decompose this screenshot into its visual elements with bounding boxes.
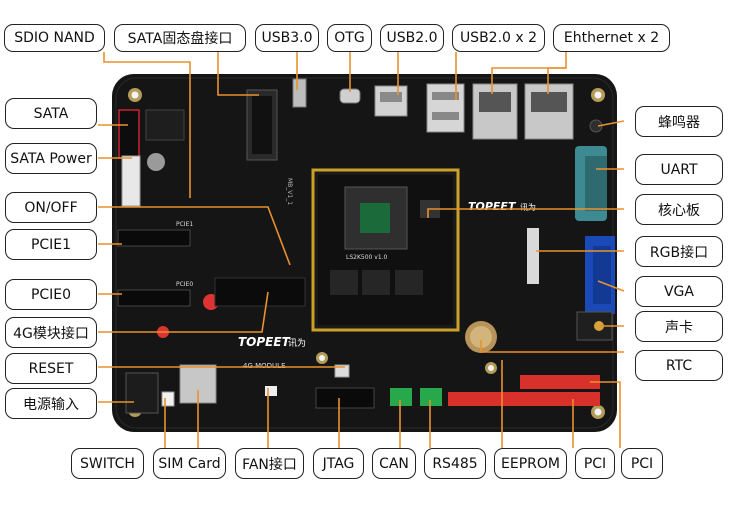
label-rtc: RTC: [635, 350, 723, 381]
4g-module-slot: [214, 277, 306, 307]
power-jack: [125, 372, 159, 414]
board-brand-cn: 讯为: [288, 337, 306, 349]
leader-rtc: [480, 340, 624, 353]
rs485-terminal: [420, 388, 442, 406]
board-brand: TOPEET: [238, 335, 291, 349]
label-uart: UART: [635, 154, 723, 185]
label-reset: RESET: [5, 353, 97, 384]
power-switch: [161, 391, 175, 407]
label-pci-1: PCI: [575, 448, 615, 479]
jtag-header: [315, 387, 375, 409]
pci-header-top: [520, 375, 600, 389]
sata-power-connector: [121, 155, 141, 207]
leader-ethernet-1: [491, 52, 567, 94]
label-pcie0: PCIE0: [5, 279, 97, 310]
label-can: CAN: [372, 448, 416, 479]
label-rgb: RGB接口: [635, 236, 723, 267]
label-vga: VGA: [635, 276, 723, 307]
pcie1-silk: PCIE1: [176, 221, 193, 228]
label-usb20x2: USB2.0 x 2: [452, 24, 545, 52]
label-audio: 声卡: [635, 311, 723, 342]
pci-header-bottom: [448, 392, 600, 406]
label-rs485: RS485: [424, 448, 486, 479]
label-buzzer: 蜂鸣器: [635, 106, 723, 137]
label-fan: FAN接口: [235, 448, 304, 479]
can-terminal: [390, 388, 412, 406]
label-4g-module: 4G模块接口: [5, 317, 97, 348]
label-power-in: 电源输入: [5, 388, 97, 419]
pcie0-slot: [117, 289, 191, 307]
label-otg: OTG: [327, 24, 372, 52]
label-sim-card: SIM Card: [153, 448, 226, 479]
leader-sdio: [103, 52, 191, 198]
label-sata-ssd: SATA固态盘接口: [114, 24, 246, 52]
label-sata: SATA: [5, 98, 97, 129]
leader-buzzer: [597, 120, 625, 127]
leader-lines: [98, 52, 625, 448]
label-core-board: 核心板: [635, 194, 723, 225]
pcie1-slot: [117, 229, 191, 247]
label-switch: SWITCH: [71, 448, 144, 479]
label-pcie1: PCIE1: [5, 229, 97, 260]
leader-pci-2: [590, 381, 621, 448]
leader-vga: [597, 280, 625, 292]
pcie0-silk: PCIE0: [176, 281, 193, 288]
label-ethernet: Ehthernet x 2: [553, 24, 670, 52]
label-usb20: USB2.0: [380, 24, 444, 52]
label-sata-power: SATA Power: [5, 143, 97, 174]
sata-connector: [118, 109, 140, 159]
label-on-off: ON/OFF: [5, 192, 97, 223]
module-silk: 4G MODULE: [243, 362, 286, 370]
label-eeprom: EEPROM: [494, 448, 567, 479]
usb30-port: [292, 78, 307, 108]
usb20x2-port: [426, 83, 465, 133]
label-pci-2: PCI: [621, 448, 663, 479]
leader-4g: [98, 291, 269, 333]
label-usb30: USB3.0: [255, 24, 319, 52]
core-brand: TOPEET: [468, 200, 517, 213]
leader-sata-ssd: [217, 52, 259, 96]
core-brand-cn: 讯为: [520, 202, 536, 212]
chip-label: LS2K500 v1.0: [346, 254, 388, 261]
rgb-connector: [527, 228, 539, 284]
board-version: MB_V1_1: [286, 178, 293, 205]
leader-core: [427, 208, 624, 218]
leader-ethernet-2: [547, 67, 566, 94]
label-sdio-nand: SDIO NAND: [4, 24, 105, 52]
label-jtag: JTAG: [313, 448, 364, 479]
leader-on-off: [98, 206, 291, 266]
